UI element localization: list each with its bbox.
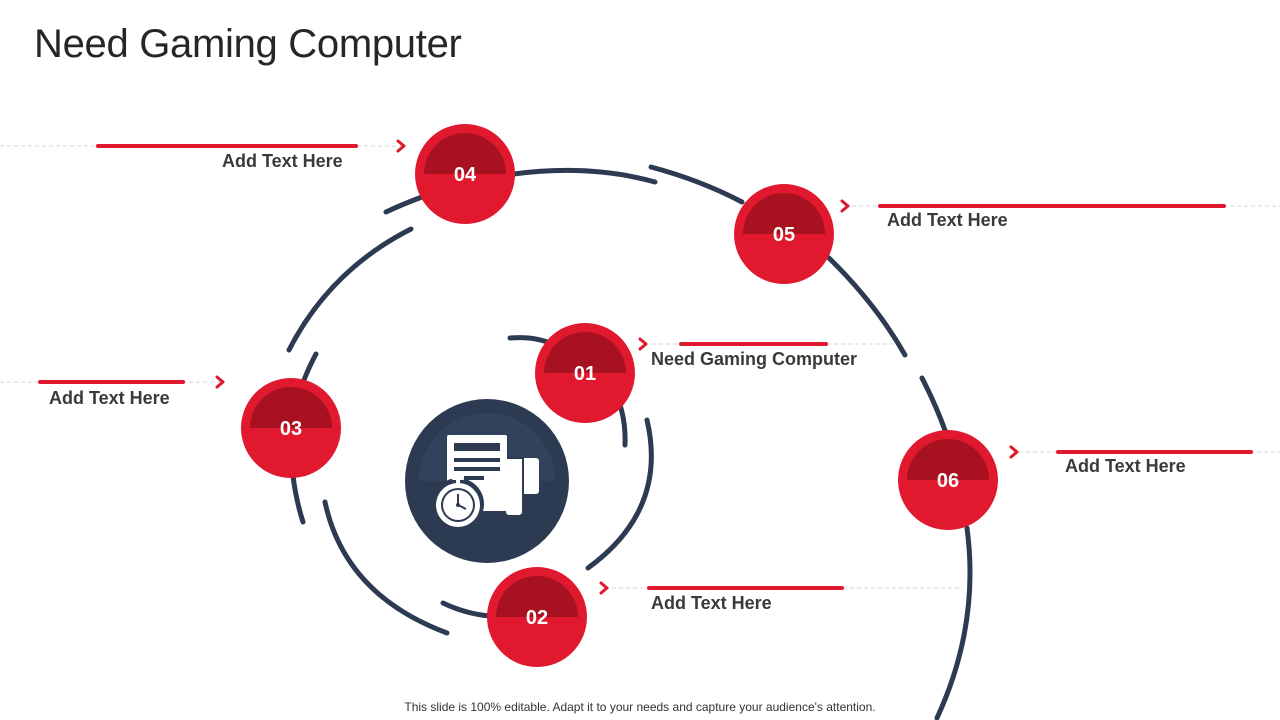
- node-label-02: Add Text Here: [651, 593, 772, 613]
- footer-note: This slide is 100% editable. Adapt it to…: [404, 700, 876, 714]
- spiral-arc: [934, 525, 973, 720]
- spiral-arc: [383, 194, 425, 215]
- node-label-06: Add Text Here: [1065, 456, 1186, 476]
- accent-lines: [38, 144, 1253, 590]
- spiral-arcs: [286, 164, 973, 720]
- chevron-right-icon: [215, 375, 225, 389]
- spiral-arc: [286, 226, 414, 353]
- node-number: 06: [937, 470, 959, 492]
- node-number: 04: [454, 164, 477, 186]
- page-title: Need Gaming Computer: [34, 22, 462, 66]
- spiral-arc: [648, 164, 745, 205]
- node-label-01: Need Gaming Computer: [651, 349, 858, 369]
- guide-lines: [0, 145, 1280, 589]
- node-02: 02: [487, 567, 587, 667]
- spiral-arc: [290, 473, 306, 525]
- node-label-04: Add Text Here: [222, 151, 343, 171]
- chevron-right-icon: [840, 199, 850, 213]
- node-number: 01: [574, 363, 596, 385]
- node-number: 02: [526, 607, 548, 629]
- spiral-arc: [511, 167, 658, 185]
- node-01: 01: [535, 323, 635, 423]
- chevron-right-icon: [1009, 445, 1019, 459]
- report-stopwatch-icon: [432, 435, 539, 530]
- chevron-right-icon: [638, 337, 648, 351]
- spiral-arc: [440, 600, 493, 619]
- spiral-arc: [301, 351, 319, 383]
- node-04: 04: [415, 124, 515, 224]
- node-05: 05: [734, 184, 834, 284]
- chevron-right-icon: [396, 139, 406, 153]
- node-06: 06: [898, 430, 998, 530]
- node-label-03: Add Text Here: [49, 388, 170, 408]
- node-label-05: Add Text Here: [887, 210, 1008, 230]
- node-number: 05: [773, 224, 795, 246]
- chevron-right-icon: [599, 581, 609, 595]
- spiral-arc: [919, 375, 949, 436]
- node-number: 03: [280, 418, 302, 440]
- node-03: 03: [241, 378, 341, 478]
- center-icon: [405, 399, 569, 563]
- spiral-arc: [585, 417, 654, 571]
- chevrons: [215, 139, 1019, 595]
- spiral-arc: [826, 255, 908, 358]
- spiral-arc: [322, 499, 450, 636]
